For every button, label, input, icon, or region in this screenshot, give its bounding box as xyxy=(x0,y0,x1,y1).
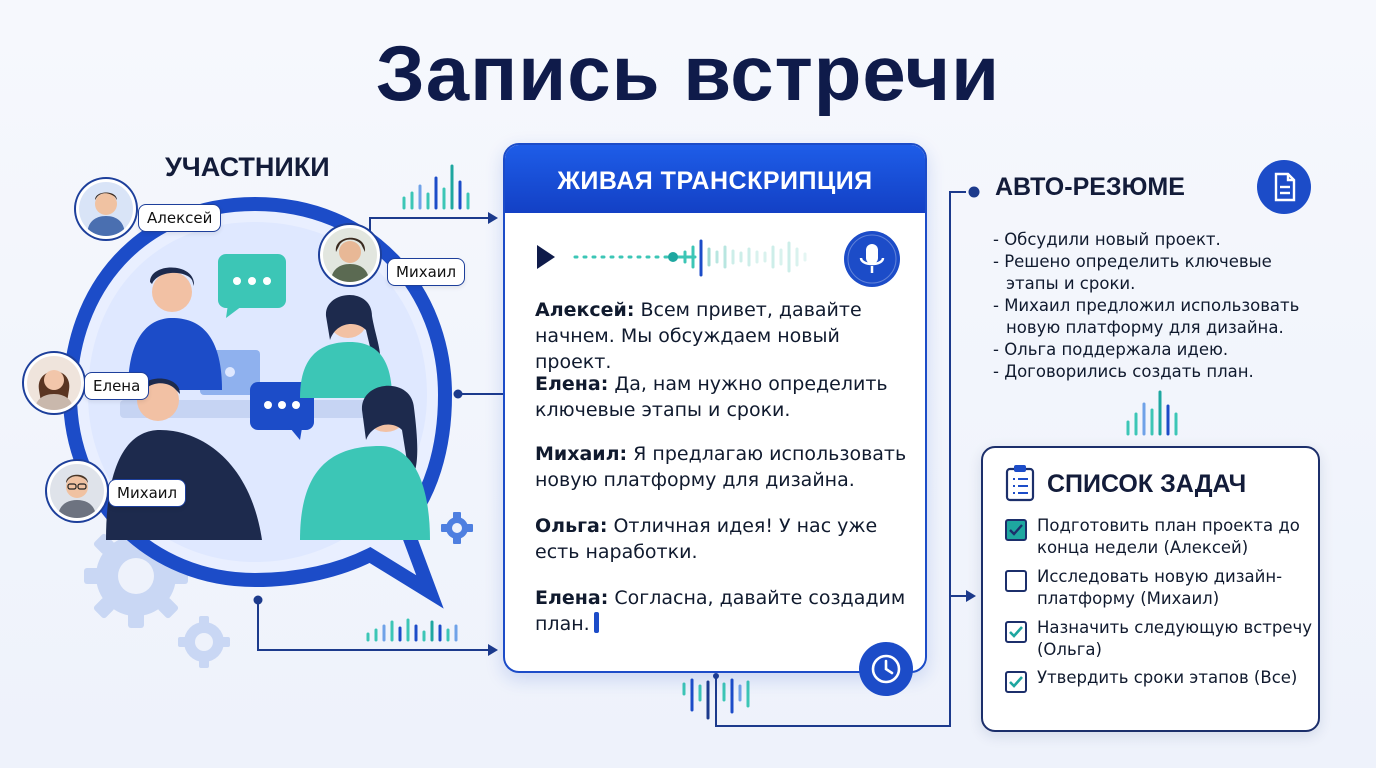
summary-list: - Обсудили новый проект. - Решено опреде… xyxy=(993,229,1333,383)
gear-icon-blue xyxy=(441,512,473,544)
waveform-summary xyxy=(1126,390,1178,436)
checkbox-checked[interactable] xyxy=(1005,519,1027,541)
summary-line: - Обсудили новый проект. xyxy=(993,230,1221,249)
summary-line: - Михаил предложил использовать xyxy=(993,296,1300,315)
connector-arrowheads xyxy=(253,186,980,679)
checkmark-icon xyxy=(1009,524,1023,536)
speaker-name: Михаил: xyxy=(535,443,628,465)
utterance-text: Согласна, давайте создадим план. xyxy=(535,587,906,635)
document-button[interactable] xyxy=(1255,158,1313,216)
summary-line: - Ольга поддержала идею. xyxy=(993,340,1229,359)
speaker-name: Елена: xyxy=(535,587,609,609)
checkmark-icon xyxy=(1009,676,1023,688)
transcript-line: Алексей: Всем привет, давайте начнем. Мы… xyxy=(535,297,915,375)
summary-line: - Договорились создать план. xyxy=(993,362,1254,381)
avatar-aleksey[interactable] xyxy=(76,179,136,239)
history-button[interactable] xyxy=(857,640,915,698)
summary-line: новую платформу для дизайна. xyxy=(1006,318,1284,337)
transcript-line: Михаил: Я предлагаю использовать новую п… xyxy=(535,441,915,493)
utterance-text: Да, нам нужно определить ключевые этапы … xyxy=(535,373,888,421)
waveform-top-left xyxy=(402,164,470,210)
tasks-heading: СПИСОК ЗАДАЧ xyxy=(1047,470,1247,498)
microphone-icon xyxy=(859,244,885,273)
person-icon xyxy=(79,182,133,236)
utterance-text: Всем привет, давайте начнем. Мы обсуждае… xyxy=(535,299,862,373)
document-icon xyxy=(1274,172,1296,202)
avatar-mikhail-2[interactable] xyxy=(47,461,107,521)
clipboard-icon xyxy=(1005,465,1035,502)
speaker-name: Елена: xyxy=(535,373,609,395)
name-tag-elena: Елена xyxy=(84,372,150,400)
waveform-bottom-left xyxy=(366,618,458,642)
name-tag-mikhail-1: Михаил xyxy=(387,258,466,286)
utterance-text: Отличная идея! У нас уже есть наработки. xyxy=(535,515,878,563)
task-text: Исследовать новую дизайн-платформу (Миха… xyxy=(1037,567,1283,608)
task-text: Назначить следующую встречу (Ольга) xyxy=(1037,618,1313,659)
transcript-heading: ЖИВАЯ ТРАНСКРИПЦИЯ xyxy=(505,145,925,213)
page-title: Запись встречи xyxy=(375,29,1001,117)
summary-line: - Решено определить ключевые xyxy=(993,252,1272,271)
participants-heading: УЧАСТНИКИ xyxy=(165,152,330,182)
task-text: Подготовить план проекта до конца недели… xyxy=(1037,516,1300,557)
speaker-name: Ольга: xyxy=(535,515,608,537)
checkbox-checked[interactable] xyxy=(1005,621,1027,643)
speaker-name: Алексей: xyxy=(535,299,635,321)
utterance-text: Я предлагаю использовать новую платформу… xyxy=(535,443,907,491)
transcript-line: Ольга: Отличная идея! У нас уже есть нар… xyxy=(535,513,915,565)
play-icon[interactable] xyxy=(537,245,555,269)
checkmark-icon xyxy=(1009,626,1023,638)
gear-icon-small xyxy=(178,616,230,668)
transcript-line: Елена: Согласна, давайте создадим план. xyxy=(535,585,915,637)
transcript-line: Елена: Да, нам нужно определить ключевые… xyxy=(535,371,915,423)
name-tag-mikhail-2: Михаил xyxy=(108,479,187,507)
person-icon xyxy=(323,228,377,282)
checkbox-unchecked[interactable] xyxy=(1005,570,1027,592)
tasks-panel: СПИСОК ЗАДАЧ Подготовить план проекта до… xyxy=(981,446,1320,732)
text-cursor xyxy=(593,612,599,633)
avatar-elena[interactable] xyxy=(24,353,84,413)
summary-heading: АВТО-РЕЗЮМЕ xyxy=(995,173,1185,201)
summary-line: этапы и сроки. xyxy=(1006,274,1136,293)
checkbox-checked[interactable] xyxy=(1005,671,1027,693)
name-tag-aleksey: Алексей xyxy=(138,204,222,232)
person-icon xyxy=(50,464,104,518)
task-text: Утвердить сроки этапов (Все) xyxy=(1037,668,1298,687)
microphone-button[interactable] xyxy=(843,230,901,288)
avatar-mikhail-1[interactable] xyxy=(320,225,380,285)
person-icon xyxy=(27,356,81,410)
transcript-panel: ЖИВАЯ ТРАНСКРИПЦИЯ xyxy=(503,143,927,673)
waveform-bottom-center xyxy=(682,678,750,720)
clock-icon xyxy=(871,654,901,684)
audio-player[interactable] xyxy=(535,237,835,277)
